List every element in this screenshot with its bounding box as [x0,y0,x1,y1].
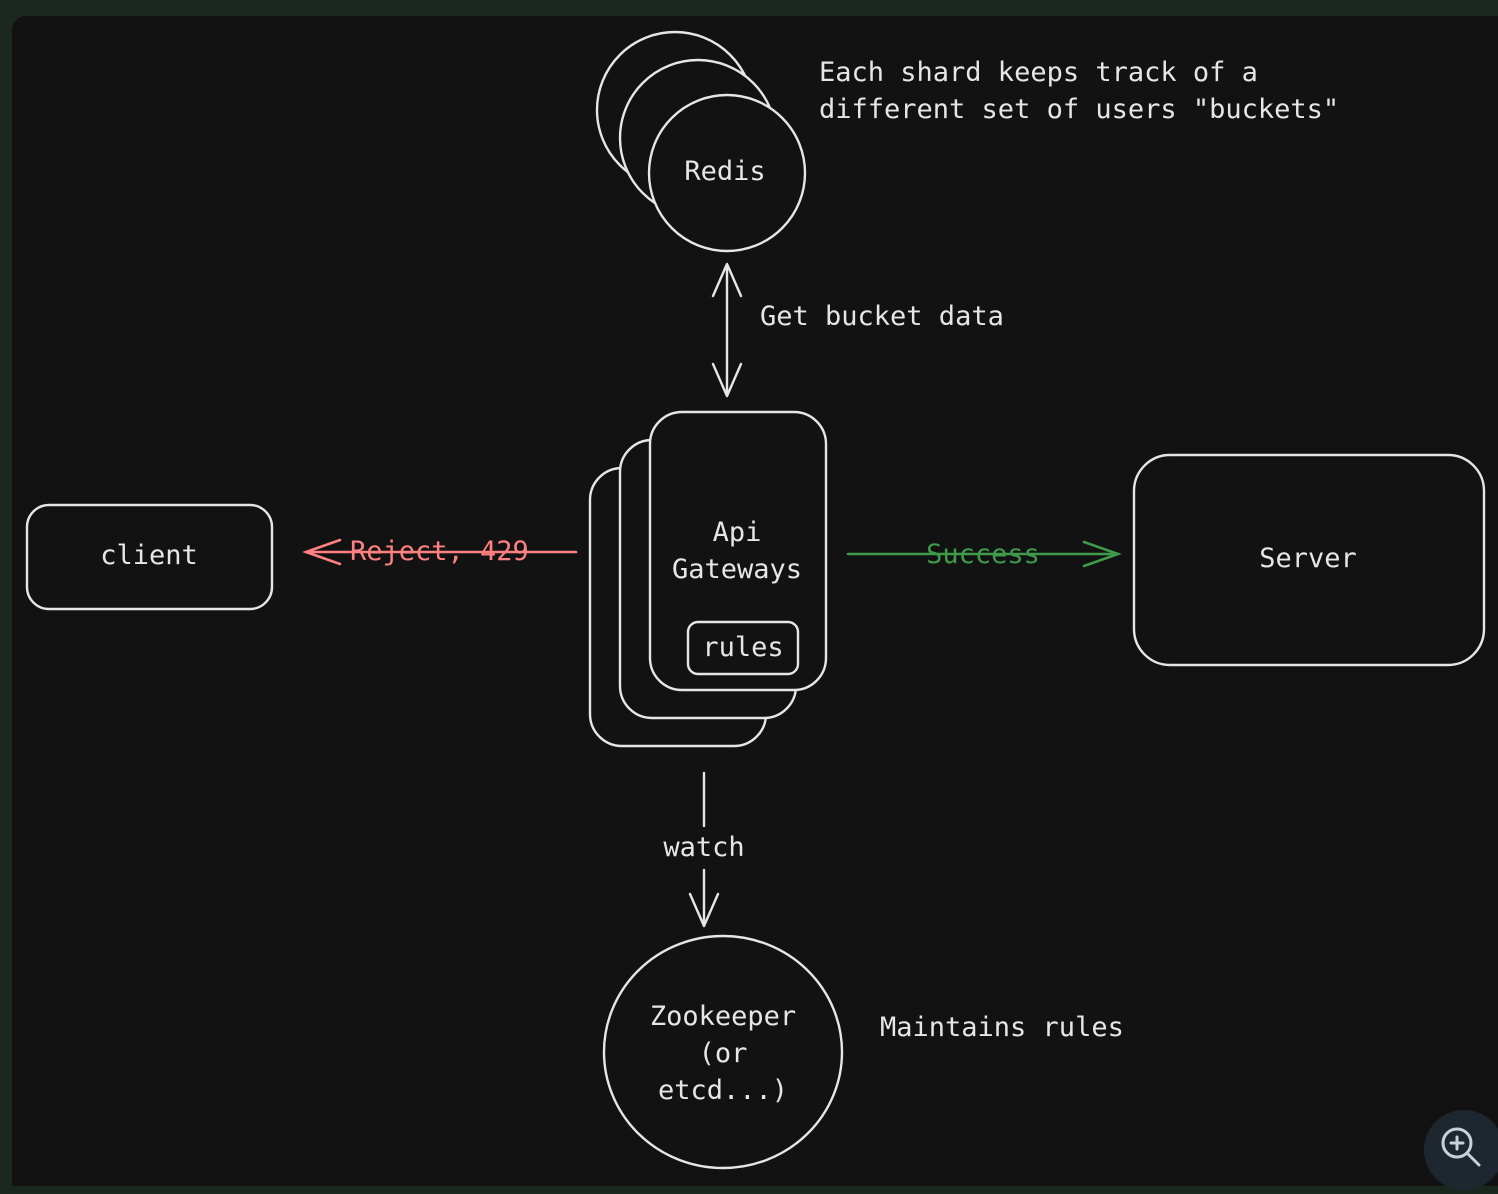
reject-label: Reject, 429 [350,536,529,567]
watch-label: watch [663,832,744,863]
client-box[interactable] [25,503,274,611]
rules-box[interactable] [686,620,800,676]
shards-note-line-2: different set of users "buckets" [819,94,1339,125]
server-label: Server [1259,543,1357,574]
reject-arrow [302,538,578,566]
api-gateways-label-line-1: Api [713,517,762,548]
api-gateway-stack[interactable] [588,410,828,748]
rules-label: rules [702,632,783,663]
zookeeper-label-line-3: etcd...) [658,1075,788,1106]
zoom-button[interactable] [1424,1110,1498,1190]
server-box[interactable] [1132,453,1486,667]
watch-arrow [688,771,720,928]
shards-note-line-1: Each shard keeps track of a [819,57,1258,88]
get-bucket-data-arrow [711,262,743,398]
success-arrow [846,540,1122,568]
maintains-rules-label: Maintains rules [880,1012,1124,1043]
zookeeper-circle[interactable] [602,934,844,1170]
zoom-in-icon [1441,1127,1481,1167]
success-label: Success [926,539,1040,570]
redis-shards[interactable] [595,30,807,253]
client-label: client [100,540,198,571]
redis-label: Redis [684,156,765,187]
zookeeper-label-line-2: (or [699,1038,748,1069]
zookeeper-label-line-1: Zookeeper [650,1001,796,1032]
api-gateways-label-line-2: Gateways [672,554,802,585]
get-bucket-data-label: Get bucket data [760,301,1004,332]
